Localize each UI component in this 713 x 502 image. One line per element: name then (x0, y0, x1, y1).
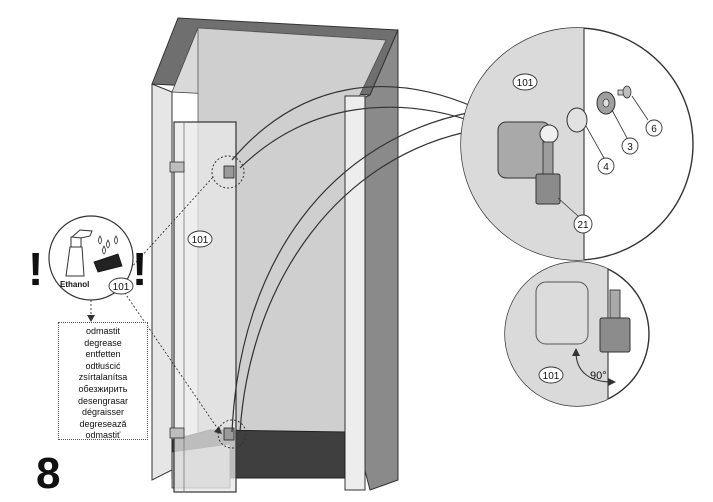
instruction-line: odmastit (85, 326, 120, 336)
ethanol-label: Ethanol (60, 280, 89, 289)
cloth-icon (93, 253, 123, 273)
droplets-icon (98, 235, 118, 255)
instruction-line: dégraisser (81, 407, 125, 418)
svg-text:6: 6 (651, 124, 657, 135)
instruction-line: zsírtalanítsa (78, 372, 128, 383)
spray-bottle-icon (65, 229, 93, 277)
instruction-line: odmastiť (85, 430, 121, 441)
detail-washer-large-label: 3 (621, 137, 639, 155)
instruction-line: обезжирить (78, 383, 128, 394)
cleaning-pointer-arrowhead (214, 426, 222, 434)
left-wall (151, 83, 173, 481)
door-hinge-bottom (223, 427, 235, 441)
step-number: 8 (36, 449, 61, 498)
rotation-angle-label: 90° (590, 370, 607, 382)
svg-text:3: 3 (627, 142, 633, 153)
detail-hinge-block (535, 173, 561, 205)
door-hinge-top (223, 165, 235, 179)
callout-arc-top-outer (231, 86, 477, 161)
rotation-hinge-block (599, 317, 631, 353)
cleaning-pointer-top (119, 175, 215, 281)
svg-text:101: 101 (517, 78, 534, 89)
rotation-panel-label: 101 (538, 366, 564, 384)
instruction-line: entfetten (85, 349, 121, 360)
exclamation-left: ! (28, 243, 43, 295)
degrease-instructions: odmastit degrease entfetten odtłuścić zs… (58, 322, 148, 440)
shower-enclosure (151, 17, 399, 493)
callout-arcs (119, 86, 481, 434)
rotation-hinge-pin (609, 289, 621, 323)
cleaning-pointer-bottom (119, 285, 221, 433)
glass-panel-label-text: 101 (192, 235, 209, 246)
detail-washer-small-label: 4 (597, 157, 615, 175)
detail-screw-label: 6 (645, 119, 663, 137)
rotation-hinge-plate (535, 281, 589, 345)
instruction-line: degrease (84, 337, 122, 348)
detail-hinge-pin (542, 141, 554, 175)
exclamation-right: ! (132, 243, 147, 295)
hinge-rotation-detail: 101 90° (504, 261, 650, 407)
glass-panel-label: 101 (187, 230, 213, 248)
instruction-line: degresează (79, 418, 127, 429)
instruction-line: desengrasar (77, 395, 129, 406)
detail-washer-small (566, 107, 588, 133)
detail-hinge-label: 21 (573, 214, 593, 234)
cleaning-warning: ! ! Ethanol 101 (28, 215, 147, 322)
hinge-highlight-bottom (217, 419, 247, 449)
cleaning-panel-label: 101 (108, 277, 134, 295)
callout-arc-bottom-outer (231, 111, 473, 433)
detail-screw-head (622, 85, 632, 99)
hinge-highlight-top (211, 155, 245, 189)
svg-text:4: 4 (603, 162, 609, 173)
callout-arc-bottom-inner (239, 129, 477, 433)
wall-hinge-top (169, 161, 185, 173)
detail-hinge-hole (539, 124, 559, 144)
svg-text:101: 101 (543, 371, 560, 382)
detail-panel-label: 101 (512, 73, 538, 91)
svg-text:101: 101 (113, 282, 130, 293)
instruction-line: odtłuścić (85, 360, 121, 371)
wall-hinge-bottom (169, 427, 185, 439)
rotation-arrow (575, 351, 613, 383)
svg-text:21: 21 (577, 220, 589, 231)
hinge-detail-top: 101 4 3 6 21 (460, 27, 694, 261)
callout-arc-top-inner (239, 106, 481, 169)
right-wall-front (344, 95, 366, 491)
